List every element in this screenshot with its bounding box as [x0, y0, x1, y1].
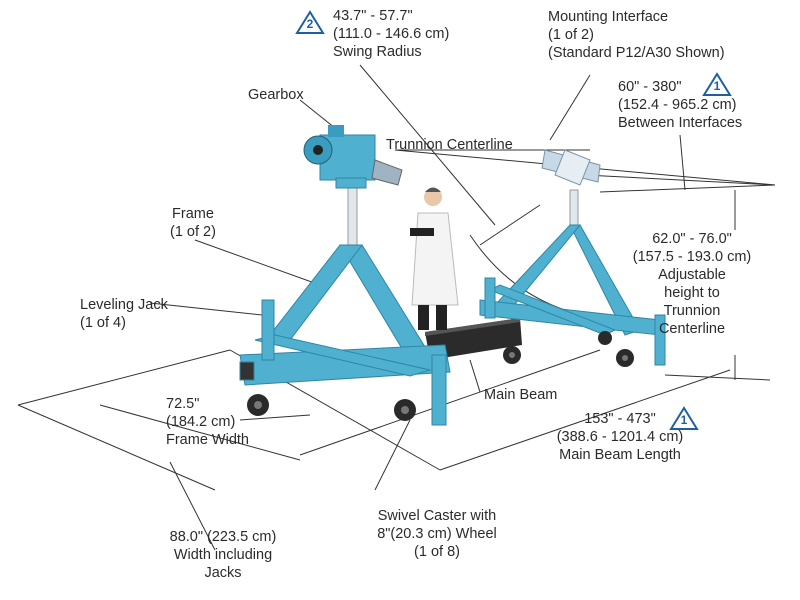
gearbox-icon [303, 125, 403, 189]
frame-label: Frame (1 of 2) [170, 206, 216, 240]
note-badge-2: 2 [306, 17, 314, 31]
swing-radius-label: 43.7" - 57.7" (111.0 - 146.6 cm) Swing R… [333, 8, 450, 60]
mounting-interface-icon [541, 149, 601, 186]
note-badge-1-interfaces: 1 [713, 79, 721, 93]
trunnion-centerline-label: Trunnion Centerline [386, 137, 513, 153]
main-beam [425, 318, 522, 360]
right-frame [479, 189, 666, 366]
between-interfaces-label: 60" - 380" (152.4 - 965.2 cm) Between In… [618, 79, 743, 131]
person-figure [410, 187, 459, 330]
caster-wheel-icon [247, 331, 634, 421]
mounting-interface-label: Mounting Interface (1 of 2) (Standard P1… [548, 9, 725, 61]
frame-width-label: 72.5" (184.2 cm) Frame Width [166, 396, 249, 448]
main-beam-length-label: 153" - 473" (388.6 - 1201.4 cm) Main Bea… [556, 411, 684, 463]
note-badge-1-beam: 1 [680, 413, 688, 427]
swivel-caster-label: Swivel Caster with 8"(20.3 cm) Wheel (1 … [377, 508, 497, 560]
adjustable-height-label: 62.0" - 76.0" (157.5 - 193.0 cm) Adjusta… [632, 231, 752, 337]
note-triangle-icon [295, 10, 732, 430]
main-beam-label: Main Beam [484, 387, 558, 403]
gearbox-label: Gearbox [248, 87, 304, 103]
width-including-jacks-label: 88.0" (223.5 cm) Width including Jacks [169, 529, 277, 581]
leveling-jack-label: Leveling Jack (1 of 4) [80, 297, 168, 331]
left-frame [239, 184, 451, 426]
